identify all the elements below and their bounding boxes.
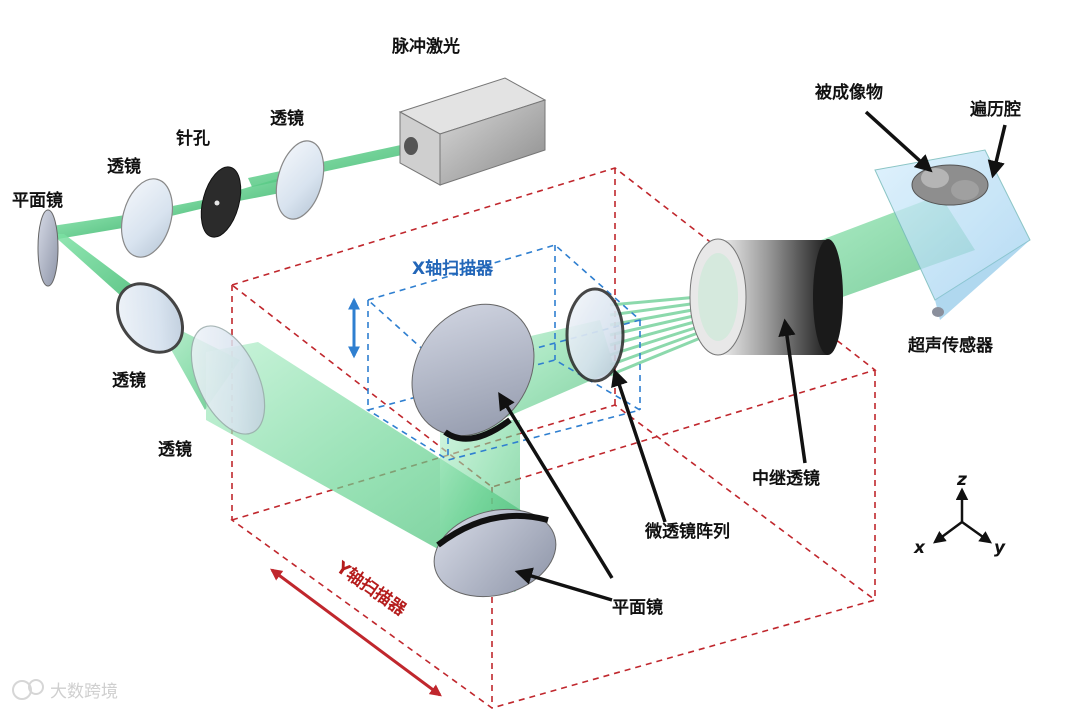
microlens-array-label: 微透镜阵列 [644,521,730,542]
relay-lens-label: 中继透镜 [752,468,820,489]
lens-label-large: 透镜 [158,439,192,460]
axis-z-label: z [956,470,967,490]
x-scanner-label: X轴扫描器 [412,258,494,279]
watermark-text: 大数跨境 [50,682,118,702]
imaged-object-label: 被成像物 [815,82,883,103]
lens-label-lower-left: 透镜 [112,370,146,391]
lens-large [190,325,266,435]
watermark: 大数跨境 [12,679,118,702]
plane-mirror-label: 平面镜 [612,597,663,618]
pulse-laser [398,77,547,186]
lens-left-upper [121,178,173,258]
ultrasound-sensor [932,307,944,317]
plane-mirror-left [37,209,59,287]
lens-near-laser [275,140,325,220]
axis-x-label: x [913,538,926,558]
plane-mirror-x [411,303,535,442]
pointer-arrows [498,110,1007,602]
pinhole-disk [200,166,242,238]
lens-lower-left [115,282,185,354]
axis-y-label: y [994,538,1006,558]
lens-label-top: 透镜 [270,108,304,129]
ultrasound-sensor-label: 超声传感器 [908,335,994,356]
pinhole-label: 针孔 [176,128,210,149]
axis-triad [932,487,993,544]
lens-label-upper-left: 透镜 [107,156,141,177]
microlens-array [565,287,625,383]
y-scanner-label: Y轴扫描器 [331,556,410,620]
ergodic-cavity-label: 遍历腔 [969,99,1021,120]
imaged-object [911,164,989,206]
pulse-laser-label: 脉冲激光 [391,36,460,57]
relay-lens [689,238,843,356]
y-scan-arrow [270,568,442,697]
plane-mirror-label-left: 平面镜 [12,190,63,211]
